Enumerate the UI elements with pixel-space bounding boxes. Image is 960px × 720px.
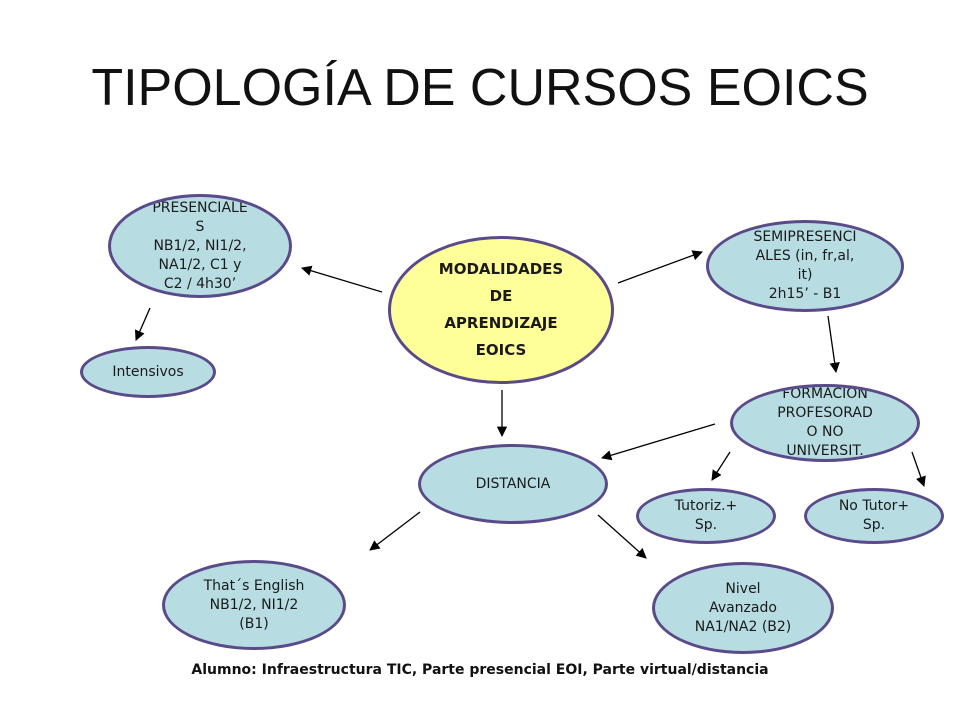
node-nivel-avanzado: Nivel Avanzado NA1/NA2 (B2): [652, 562, 834, 654]
arrow-distancia-to-thats-english: [369, 511, 421, 551]
arrow-center-to-presenciales: [301, 265, 383, 293]
node-distancia: DISTANCIA: [418, 444, 608, 524]
node-presenciales: PRESENCIALE S NB1/2, NI1/2, NA1/2, C1 y …: [108, 194, 292, 298]
node-tutoriz: Tutoriz.+ Sp.: [636, 488, 776, 544]
footer-note: Alumno: Infraestructura TIC, Parte prese…: [191, 662, 769, 678]
node-no-tutor: No Tutor+ Sp.: [804, 488, 944, 544]
arrow-semipresenciales-to-formacion: [827, 315, 840, 374]
page-title: TIPOLOGÍA DE CURSOS EOICS: [91, 59, 869, 117]
node-thats-english: That´s English NB1/2, NI1/2 (B1): [162, 560, 346, 650]
node-formacion: FORMACIÓN PROFESORAD O NO UNIVERSIT.: [730, 384, 920, 462]
node-semipresenciales: SEMIPRESENCI ALES (in, fr,al, it) 2h15’ …: [706, 220, 904, 312]
arrow-formacion-to-tutoriz: [711, 451, 731, 481]
arrow-formacion-to-no-tutor: [911, 451, 926, 487]
arrow-presenciales-to-intensivos: [134, 307, 151, 341]
arrow-distancia-to-nivel-avanzado: [597, 514, 647, 559]
arrow-formacion-to-distancia: [601, 423, 716, 461]
node-center-modalidades: MODALIDADES DE APRENDIZAJE EOICS: [388, 236, 614, 384]
node-intensivos: Intensivos: [80, 346, 216, 398]
arrow-center-to-semipresenciales: [617, 250, 703, 284]
